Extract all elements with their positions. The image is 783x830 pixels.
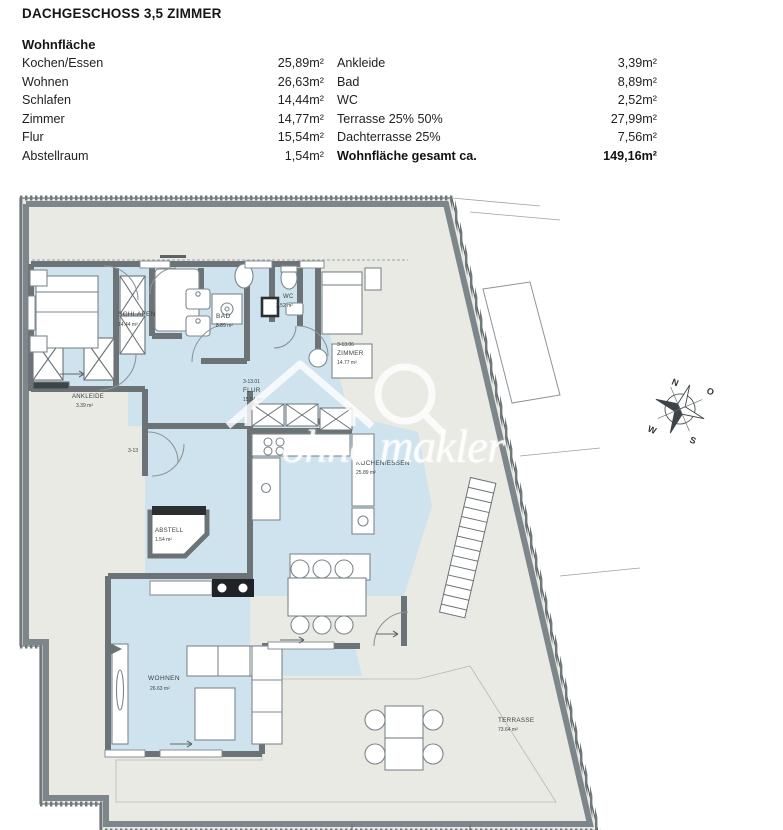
terrasse-area [112,662,560,806]
floor-plan-drawing: SCHLAFEN 14.44 m² BAD 8.89 m² WC 2,52 m²… [17,195,716,830]
bathroom-fixtures [154,263,254,337]
compass-east-label: O [705,386,715,398]
area-schedule-table: Kochen/Essen 25,89m² Ankleide 3,39m² Woh… [22,55,783,165]
room-area-ankleide: 3.39 m² [76,403,93,409]
area-row-label: Wohnen [22,74,69,89]
room-label-abstell: ABSTELL [155,528,184,534]
floor-plan: SCHLAFEN 14.44 m² BAD 8.89 m² WC 2,52 m²… [0,176,783,830]
dimension-ticks [351,824,471,830]
room-number-zimmer: 3-13.06 [337,342,354,348]
windows [27,260,335,758]
area-row-value: 25,89m² [277,56,324,70]
door-swings [99,265,409,647]
room-area-schlafen: 14.44 m² [118,322,138,328]
entrance-door-marker [108,642,122,656]
area-row-label: Zimmer [22,111,65,126]
area-total-label: Wohnfläche gesamt ca. [337,148,477,163]
living-room-furniture [111,643,283,745]
room-label-wohnen: WOHNEN [148,675,180,682]
sliding-door-arrows [60,370,399,748]
utility-box [260,296,280,318]
area-row-value: 14,44m² [277,93,324,107]
area-row-label: Ankleide [337,56,386,70]
areas-heading: Wohnfläche [22,37,96,52]
plan-header: DACHGESCHOSS 3,5 ZIMMER Wohnfläche Koche… [0,0,783,165]
compass-west-label: W [646,424,658,437]
area-row-value: 14,77m² [277,111,324,126]
room-number-flur: 3-13.01 [243,379,260,385]
dining-table-six [288,476,366,512]
area-row-value: 8,89m² [617,74,657,89]
area-row-label: Schlafen [22,93,72,107]
watermark-logo [225,360,447,437]
dining-set-indoor [287,559,367,635]
zimmer-furniture [308,267,382,379]
room-label-wc: WC [283,294,294,300]
area-row-label: WC [337,93,358,107]
area-row-value: 3,39m² [617,56,657,70]
area-row-value: 1,54m² [284,148,324,163]
room-label-schlafen: SCHLAFEN [118,311,156,318]
compass-south-label: S [688,435,697,447]
area-row-label: Kochen/Essen [22,56,104,70]
area-row-value: 7,56m² [617,130,657,144]
room-label-zimmer: ZIMMER [337,350,364,357]
roof-element [482,281,561,404]
wc-fixtures [280,265,304,316]
room-area-zimmer: 14.77 m² [337,360,357,366]
compass-north-label: N [670,377,680,389]
area-row-label: Bad [337,74,360,89]
area-row-label: Dachterrasse 25% [337,130,441,144]
room-area-abstell: 1.54 m² [155,537,172,543]
dimension-lines [451,197,641,577]
room-abstell [147,506,210,559]
area-row-value: 27,99m² [610,111,657,126]
room-label-kochenessen: KOCHEN/ESSEN [356,460,410,467]
area-row-value: 2,52m² [617,93,657,107]
door-tag-label: 3-13 [128,448,138,454]
room-area-bad: 8.89 m² [216,323,233,329]
room-area-terrasse: 73.64 m² [498,727,518,733]
area-row-label: Flur [22,130,44,144]
terrace-railing [438,476,497,619]
area-total-value: 149,16m² [603,148,657,163]
appliance-row [149,579,254,597]
area-row-value: 15,54m² [277,130,324,144]
room-label-bad: BAD [216,313,231,320]
area-row-label: Abstellraum [22,148,89,163]
room-label-flur: FLUR [243,387,261,394]
page-title: DACHGESCHOSS 3,5 ZIMMER [22,6,222,21]
area-row-value: 26,63m² [277,74,324,89]
compass-rose: N O S W [646,377,715,447]
bed-furniture [29,269,99,353]
kitchen-counter [251,403,375,600]
room-area-wc: 2,52 m² [276,303,293,309]
terrace-furniture [364,705,444,771]
room-label-ankleide: ANKLEIDE [72,394,104,400]
dachterrasse-area [32,209,432,261]
room-area-wohnen: 26.63 m² [150,686,170,692]
room-label-terrasse: TERRASSE [498,717,534,724]
room-area-kochenessen: 25.89 m² [356,470,376,476]
area-row-label: Terrasse 25% 50% [337,111,443,126]
